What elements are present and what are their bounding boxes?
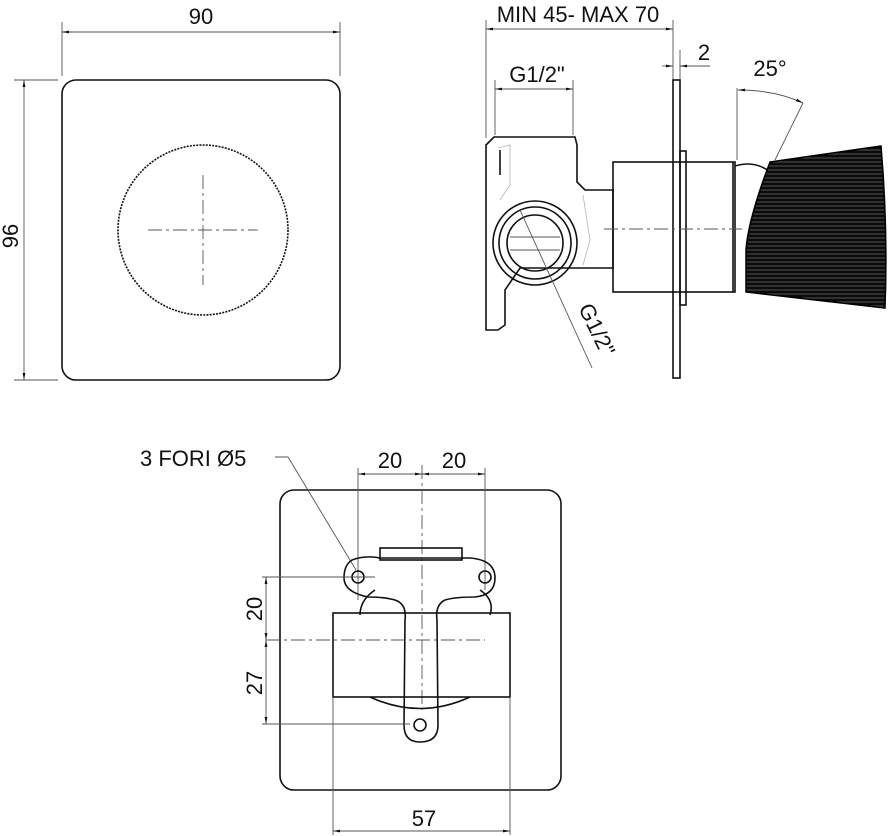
front-view: 90 96 xyxy=(0,4,341,381)
handle-knob xyxy=(745,145,887,309)
angle-dimension: 25° xyxy=(753,56,786,81)
width-dimension: 90 xyxy=(189,4,213,29)
height-dimension: 96 xyxy=(0,224,23,248)
vertical-dimension-lower: 27 xyxy=(242,671,267,695)
hole-spacing-right: 20 xyxy=(442,448,466,473)
valve-cylinder xyxy=(332,612,511,698)
rear-view: 3 FORI Ø5 20 20 20 27 57 xyxy=(140,446,562,835)
mount-hole xyxy=(413,718,427,732)
mount-hole xyxy=(478,570,492,584)
inlet-thread-top-dimension: G1/2" xyxy=(509,62,565,87)
inlet-port xyxy=(492,200,578,286)
vertical-dimension-upper: 20 xyxy=(242,597,267,621)
valve-body xyxy=(612,161,736,293)
mounting-bracket xyxy=(343,556,496,743)
side-view: MIN 45- MAX 70 2 G1/2" G1/2" 25° xyxy=(485,2,887,379)
plate-thickness-dimension: 2 xyxy=(698,40,710,65)
cover-plate xyxy=(61,79,341,381)
body-width-dimension: 57 xyxy=(412,806,436,831)
knurled-knob xyxy=(117,144,289,316)
holes-note: 3 FORI Ø5 xyxy=(140,446,246,471)
hole-spacing-left: 20 xyxy=(378,448,402,473)
depth-dimension: MIN 45- MAX 70 xyxy=(497,2,660,27)
inlet-thread-side-dimension: G1/2" xyxy=(574,299,621,360)
